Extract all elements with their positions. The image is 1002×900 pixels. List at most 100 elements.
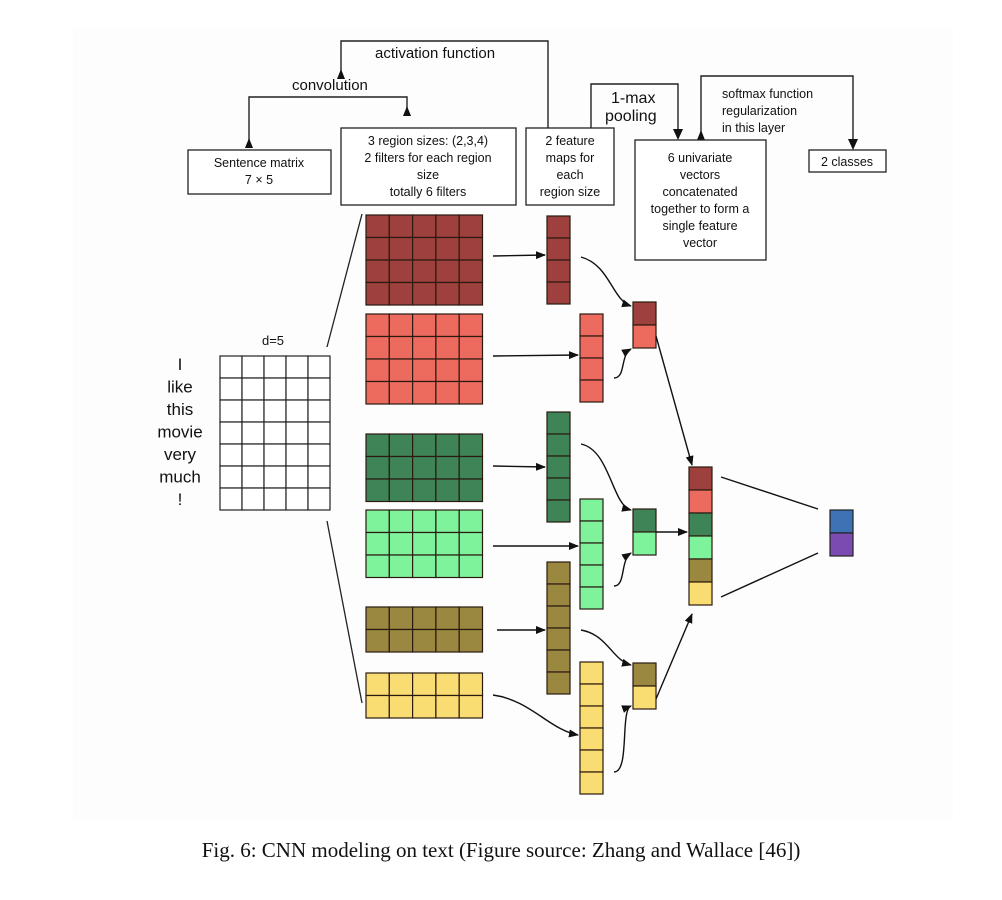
output-line xyxy=(720,552,819,598)
classes-text: 2 classes xyxy=(821,155,873,169)
fan-line-bottom xyxy=(326,520,363,704)
pooled-value-cell xyxy=(632,301,657,326)
filters-text-2: 2 filters for each region xyxy=(364,151,491,165)
sentence-matrix-cell xyxy=(307,443,331,467)
filter-cell xyxy=(412,606,437,631)
feature-map-cell xyxy=(579,661,604,685)
activation-connector xyxy=(340,40,549,137)
filter-cell xyxy=(435,672,460,697)
feature-map-cell xyxy=(546,237,571,261)
feature-map-cell xyxy=(579,586,604,610)
filter-cell xyxy=(388,606,414,631)
filter-cell xyxy=(458,335,484,360)
feature-map-cell xyxy=(579,705,604,729)
fan-line-top xyxy=(326,213,363,348)
sentence-word: ! xyxy=(178,490,183,509)
feature-map-cell xyxy=(546,627,571,651)
sentence-matrix-text-1: Sentence matrix xyxy=(214,156,305,170)
filters-text-1: 3 region sizes: (2,3,4) xyxy=(368,134,488,148)
flow-arrow xyxy=(492,251,546,260)
filter-cell xyxy=(435,281,460,306)
filter-cell xyxy=(365,554,390,579)
filter-cell xyxy=(458,694,484,719)
flow-arrow xyxy=(613,552,632,587)
concat-text-2: vectors xyxy=(680,168,720,182)
sentence-matrix-cell xyxy=(285,487,309,511)
pooled-value-cell xyxy=(632,508,657,533)
filters-text-4: totally 6 filters xyxy=(390,185,466,199)
flow-arrow xyxy=(655,335,694,466)
pooling-connector xyxy=(590,83,679,148)
filter-cell xyxy=(365,672,390,697)
filter-cell xyxy=(388,628,414,653)
filter-cell xyxy=(365,236,390,261)
concat-vector-cell xyxy=(688,581,713,606)
filter-cell xyxy=(365,335,390,360)
sentence-matrix-cell xyxy=(241,377,265,401)
sentence-matrix-cell xyxy=(307,355,331,379)
sentence-matrix-cell xyxy=(241,443,265,467)
sentence-matrix-cell xyxy=(285,421,309,445)
concat-vector-cell xyxy=(688,512,713,537)
filter-cell xyxy=(388,531,414,556)
filter-cell xyxy=(458,281,484,306)
feature-map-cell xyxy=(546,455,571,479)
flow-arrow xyxy=(580,629,632,667)
sentence-matrix-cell xyxy=(219,399,243,423)
filter-cell xyxy=(412,478,437,503)
feature-map-cell xyxy=(579,498,604,522)
sentence-matrix-cell xyxy=(241,399,265,423)
filter-cell xyxy=(458,554,484,579)
sentence-matrix-cell xyxy=(285,377,309,401)
filter-cell xyxy=(458,433,484,458)
pooled-value-cell xyxy=(632,685,657,710)
feature-map-cell xyxy=(546,583,571,607)
filter-cell xyxy=(412,694,437,719)
sentence-matrix-cell xyxy=(263,465,287,489)
sentence-matrix-cell xyxy=(241,465,265,489)
filter-cell xyxy=(388,433,414,458)
flow-arrow xyxy=(580,256,632,308)
figure-caption: Fig. 6: CNN modeling on text (Figure sou… xyxy=(201,838,801,862)
sentence-word: like xyxy=(167,378,193,397)
filter-cell xyxy=(388,358,414,383)
filter-cell xyxy=(412,554,437,579)
filter-cell xyxy=(388,509,414,534)
pooled-value-cell xyxy=(632,531,657,556)
feature-map-cell xyxy=(579,564,604,588)
concat-text-1: 6 univariate xyxy=(668,151,733,165)
pooling-label-2: pooling xyxy=(605,108,657,125)
feature-map-cell xyxy=(546,215,571,239)
concat-vector-cell xyxy=(688,535,713,560)
filter-cell xyxy=(412,380,437,405)
sentence-matrix-cell xyxy=(263,443,287,467)
sentence-matrix-cell xyxy=(307,399,331,423)
sentence-matrix-cell xyxy=(307,487,331,511)
filter-cell xyxy=(365,313,390,338)
filters-box xyxy=(340,127,517,206)
arrow-up-icon xyxy=(337,69,345,79)
filter-cell xyxy=(412,455,437,480)
filter-cell xyxy=(458,455,484,480)
filter-cell xyxy=(458,214,484,239)
filter-cell xyxy=(435,433,460,458)
sentence-word: very xyxy=(164,445,197,464)
filter-cell xyxy=(388,455,414,480)
softmax-connector xyxy=(700,75,854,140)
feature-map-cell xyxy=(546,259,571,283)
filter-cell xyxy=(435,509,460,534)
filter-cell xyxy=(435,554,460,579)
feature-map-cell xyxy=(546,561,571,585)
filter-cell xyxy=(365,380,390,405)
filter-cell xyxy=(435,214,460,239)
filter-cell xyxy=(435,358,460,383)
feature-map-cell xyxy=(546,499,571,523)
sentence-matrix-cell xyxy=(219,487,243,511)
filter-cell xyxy=(388,478,414,503)
feature-map-cell xyxy=(579,771,604,795)
feature-map-cell xyxy=(579,542,604,566)
sentence-matrix-cell xyxy=(285,465,309,489)
sentence-matrix-cell xyxy=(285,355,309,379)
filter-cell xyxy=(365,531,390,556)
sentence-word: this xyxy=(167,400,193,419)
